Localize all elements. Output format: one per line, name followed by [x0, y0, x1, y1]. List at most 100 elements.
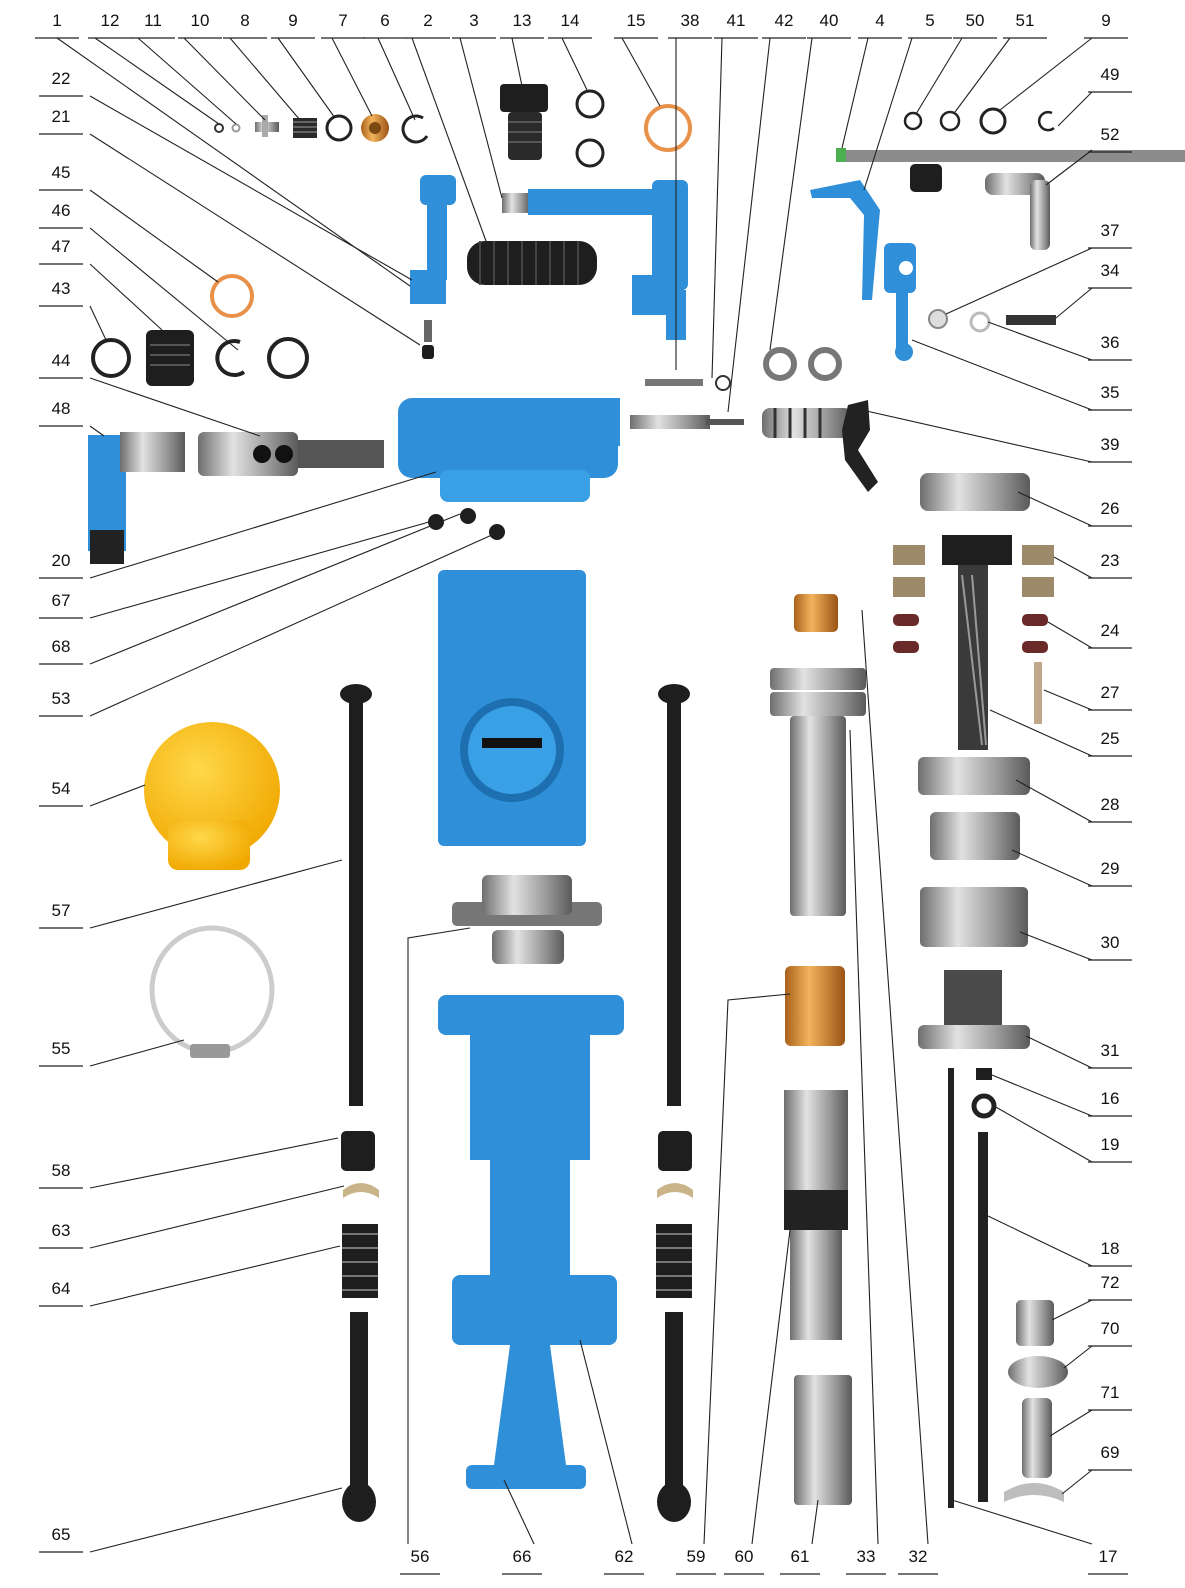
- label-right-71: 71: [1101, 1383, 1120, 1402]
- part-plug-47: [146, 330, 194, 386]
- label-top-11: 11: [144, 11, 162, 30]
- label-top-14: 14: [561, 11, 580, 30]
- part-spring-8: [293, 118, 317, 138]
- part-pin-27: [1034, 662, 1042, 724]
- part-spring-38: [645, 379, 703, 386]
- part-chuck-32: [770, 668, 866, 916]
- part-nut-58b: [658, 1131, 692, 1171]
- label-right-34: 34: [1101, 261, 1120, 280]
- label-right-52: 52: [1101, 125, 1120, 144]
- part-spring-21: [424, 320, 432, 342]
- part-backhead-20: [398, 398, 620, 502]
- part-bolt-71: [1022, 1398, 1052, 1478]
- label-right-19: 19: [1101, 1135, 1120, 1154]
- label-top-12: 12: [101, 11, 120, 30]
- part-ring-29: [930, 812, 1020, 860]
- part-ball-12: [214, 123, 224, 133]
- label-left-67: 67: [52, 591, 71, 610]
- part-illustrations: [88, 84, 1185, 1522]
- label-bottom-17: 17: [1099, 1547, 1118, 1566]
- part-cap-54: [144, 722, 280, 870]
- label-bottom-66: 66: [513, 1547, 532, 1566]
- part-boot-2: [467, 241, 597, 285]
- part-ring-30: [920, 887, 1028, 947]
- label-right-69: 69: [1101, 1443, 1120, 1462]
- label-right-49: 49: [1101, 65, 1120, 84]
- label-left-57: 57: [52, 901, 71, 920]
- label-right-36: 36: [1101, 333, 1120, 352]
- part-chuck-60: [784, 1090, 848, 1340]
- part-bar-4: [840, 150, 1185, 162]
- part-oring-9: [325, 114, 353, 142]
- label-left-63: 63: [52, 1221, 71, 1240]
- label-top-51: 51: [1016, 11, 1035, 30]
- part-nut-31: [918, 970, 1030, 1049]
- label-top-3: 3: [469, 11, 478, 30]
- label-bottom-56: 56: [411, 1547, 430, 1566]
- label-right-39: 39: [1101, 435, 1120, 454]
- part-circlip-46: [215, 339, 246, 378]
- label-top-6: 6: [380, 11, 389, 30]
- label-top-8: 8: [240, 11, 249, 30]
- part-riflebar-25: [942, 535, 1012, 750]
- part-nut-72: [1016, 1300, 1054, 1346]
- label-top-41: 41: [727, 11, 746, 30]
- part-bolt-65a: [342, 1312, 376, 1522]
- part-bolt-65b: [657, 1312, 691, 1522]
- part-ring-40b: [808, 347, 842, 381]
- label-right-31: 31: [1101, 1041, 1120, 1060]
- part-gasket-15: [644, 104, 692, 152]
- part-ball-11: [231, 123, 241, 133]
- part-nut-33: [794, 594, 838, 632]
- label-left-45: 45: [52, 163, 71, 182]
- label-left-54: 54: [52, 779, 71, 798]
- label-top-1: 1: [52, 11, 61, 30]
- part-oring-9b: [979, 107, 1007, 135]
- label-top-13: 13: [513, 11, 532, 30]
- label-right-23: 23: [1101, 551, 1120, 570]
- part-valve-10: [255, 115, 279, 137]
- part-washer-63b: [657, 1183, 693, 1198]
- part-washer-36: [969, 311, 991, 333]
- part-screw-34: [1006, 315, 1056, 325]
- part-nut-58a: [341, 1131, 375, 1171]
- label-top-5: 5: [925, 11, 934, 30]
- leader-lines: [56, 37, 1093, 1553]
- label-top-40: 40: [820, 11, 839, 30]
- label-left-46: 46: [52, 201, 71, 220]
- part-nut-5: [910, 164, 942, 192]
- part-gasket-45: [210, 274, 254, 318]
- label-top-9: 9: [288, 11, 297, 30]
- label-bottom-60: 60: [735, 1547, 754, 1566]
- label-right-28: 28: [1101, 795, 1120, 814]
- part-elbow-52: [985, 173, 1050, 250]
- label-right-24: 24: [1101, 621, 1120, 640]
- label-left-43: 43: [52, 279, 71, 298]
- part-nut-16: [976, 1068, 992, 1080]
- label-bottom-33: 33: [857, 1547, 876, 1566]
- label-right-30: 30: [1101, 933, 1120, 952]
- part-oring-14a: [575, 89, 605, 119]
- part-oring-14b: [575, 138, 605, 168]
- label-left-22: 22: [52, 69, 71, 88]
- label-left-48: 48: [52, 399, 71, 418]
- part-lever-4: [810, 180, 880, 300]
- label-left-47: 47: [52, 237, 71, 256]
- label-top-38: 38: [681, 11, 700, 30]
- label-top-4: 4: [875, 11, 884, 30]
- part-handle-35: [884, 243, 916, 361]
- label-right-26: 26: [1101, 499, 1120, 518]
- part-circlip-49: [1037, 110, 1055, 132]
- part-bushing-56: [452, 875, 602, 964]
- part-valve-42: [630, 415, 744, 429]
- label-top-42: 42: [775, 11, 794, 30]
- label-bottom-32: 32: [909, 1547, 928, 1566]
- part-rod-17: [948, 1068, 954, 1508]
- label-top-2: 2: [423, 11, 432, 30]
- label-bottom-62: 62: [615, 1547, 634, 1566]
- part-frontbody-62: [438, 995, 624, 1345]
- label-right-27: 27: [1101, 683, 1120, 702]
- label-right-70: 70: [1101, 1319, 1120, 1338]
